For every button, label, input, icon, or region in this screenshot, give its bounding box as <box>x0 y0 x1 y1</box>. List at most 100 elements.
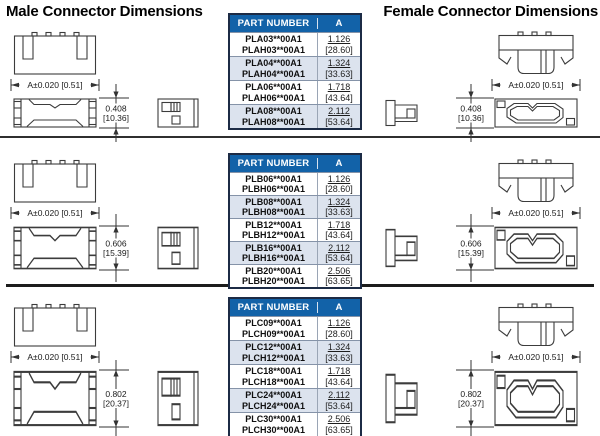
part-number-line1: PLA06**00A1 <box>245 82 302 92</box>
dim-a-mm: [43.64] <box>325 376 353 387</box>
table-header: PART NUMBER A <box>230 299 360 316</box>
part-number-line1: PLB08**00A1 <box>245 196 302 207</box>
height-dim-inches: 0.408 <box>105 104 127 114</box>
height-dim-mm: [15.39] <box>103 248 129 258</box>
dim-a-mm: [33.63] <box>325 207 353 217</box>
dim-a-cell: 1.718[43.64] <box>318 219 360 241</box>
dim-a-inches: 1.324 <box>327 342 351 352</box>
dim-a-mm: [63.65] <box>325 424 353 435</box>
dim-a-inches: 1.718 <box>327 219 351 230</box>
dim-a-mm: [28.60] <box>325 328 353 339</box>
female-drawing-section-2: A±0.020 [0.51] 0.606 [15.39] <box>385 159 581 282</box>
width-dimension: A±0.020 [0.51] <box>491 79 581 91</box>
height-dim-inches: 0.802 <box>460 389 482 399</box>
height-dim-mm: [10.36] <box>458 113 484 123</box>
dim-a-cell: 1.126[28.60] <box>318 33 360 56</box>
part-number-line2: PLCH12**00A1 <box>241 352 306 363</box>
female-top-view <box>498 31 574 75</box>
part-number-line1: PLC30**00A1 <box>245 414 302 424</box>
width-dimension-label: A±0.020 [0.51] <box>27 352 82 362</box>
column-header-a: A <box>335 18 343 29</box>
width-dimension-label: A±0.020 [0.51] <box>27 80 82 90</box>
height-dimension: 0.606 [15.39] <box>453 214 494 282</box>
female-drawing-section-1: A±0.020 [0.51] 0.408 [10.36] <box>385 31 581 142</box>
dim-a-inches: 2.112 <box>328 390 350 400</box>
part-number-line2: PLBH08**00A1 <box>241 207 306 217</box>
part-number-line2: PLCH30**00A1 <box>241 424 306 435</box>
female-section-title: Female Connector Dimensions <box>383 3 598 20</box>
dim-a-cell: 1.718[43.64] <box>318 365 360 388</box>
height-dimension: 0.802 [20.37] <box>453 360 494 436</box>
width-dimension: A±0.020 [0.51] <box>10 351 100 363</box>
height-dim-mm: [20.37] <box>458 399 484 409</box>
dim-a-inches: 1.718 <box>327 82 351 92</box>
female-drawing-section-3: A±0.020 [0.51] 0.802 [20.37] <box>384 303 581 436</box>
female-front-view <box>494 370 578 427</box>
male-top-view <box>13 159 97 203</box>
male-top-view <box>13 31 97 75</box>
part-number-line2: PLCH18**00A1 <box>241 376 306 387</box>
height-dim-inches: 0.606 <box>460 239 482 249</box>
column-header-part-number: PART NUMBER <box>230 158 318 169</box>
female-side-view <box>385 228 418 268</box>
male-drawing-section-2: A±0.020 [0.51] 0.606 [15.39] <box>10 159 199 282</box>
male-section-title: Male Connector Dimensions <box>6 3 203 20</box>
part-number-line1: PLB06**00A1 <box>245 173 302 184</box>
part-number-line2: PLAH06**00A1 <box>241 92 306 103</box>
column-header-a: A <box>335 302 343 313</box>
dim-a-mm: [43.64] <box>325 230 353 240</box>
width-dimension-label: A±0.020 [0.51] <box>508 352 563 362</box>
dim-a-mm: [28.60] <box>325 44 353 55</box>
width-dimension-label: A±0.020 [0.51] <box>508 208 563 218</box>
dim-a-inches: 1.324 <box>327 196 351 207</box>
part-number-line1: PLC12**00A1 <box>245 342 302 352</box>
width-dimension: A±0.020 [0.51] <box>491 351 581 363</box>
part-number-line1: PLC18**00A1 <box>245 366 302 376</box>
dim-a-mm: [33.63] <box>325 68 353 79</box>
male-side-view <box>157 98 199 128</box>
part-number-line2: PLBH12**00A1 <box>241 230 306 240</box>
height-dim-inches: 0.606 <box>105 239 127 249</box>
width-dimension: A±0.020 [0.51] <box>491 207 581 219</box>
male-drawing-section-3: A±0.020 [0.51] 0.802 [20.37] <box>10 303 199 436</box>
dim-a-inches: 2.112 <box>328 242 350 253</box>
dim-a-cell: 1.126[28.60] <box>318 317 360 340</box>
dim-a-inches: 2.112 <box>328 106 350 116</box>
part-number-line1: PLA04**00A1 <box>245 58 302 68</box>
dim-a-inches: 1.126 <box>327 318 351 328</box>
column-header-part-number: PART NUMBER <box>230 18 318 29</box>
female-top-view <box>498 159 574 203</box>
dim-a-mm: [53.64] <box>325 116 353 127</box>
width-dimension: A±0.020 [0.51] <box>10 79 100 91</box>
dim-a-cell: 1.324[33.63] <box>318 196 360 218</box>
dim-a-mm: [53.64] <box>325 400 353 411</box>
table-header: PART NUMBER A <box>230 155 360 172</box>
part-number-line2: PLAH03**00A1 <box>241 44 306 55</box>
height-dim-mm: [10.36] <box>103 113 129 123</box>
part-number-line1: PLB16**00A1 <box>245 242 302 253</box>
female-side-view <box>385 99 418 127</box>
part-number-line2: PLCH09**00A1 <box>241 328 306 339</box>
column-header-a: A <box>335 158 343 169</box>
female-top-view <box>498 303 574 347</box>
